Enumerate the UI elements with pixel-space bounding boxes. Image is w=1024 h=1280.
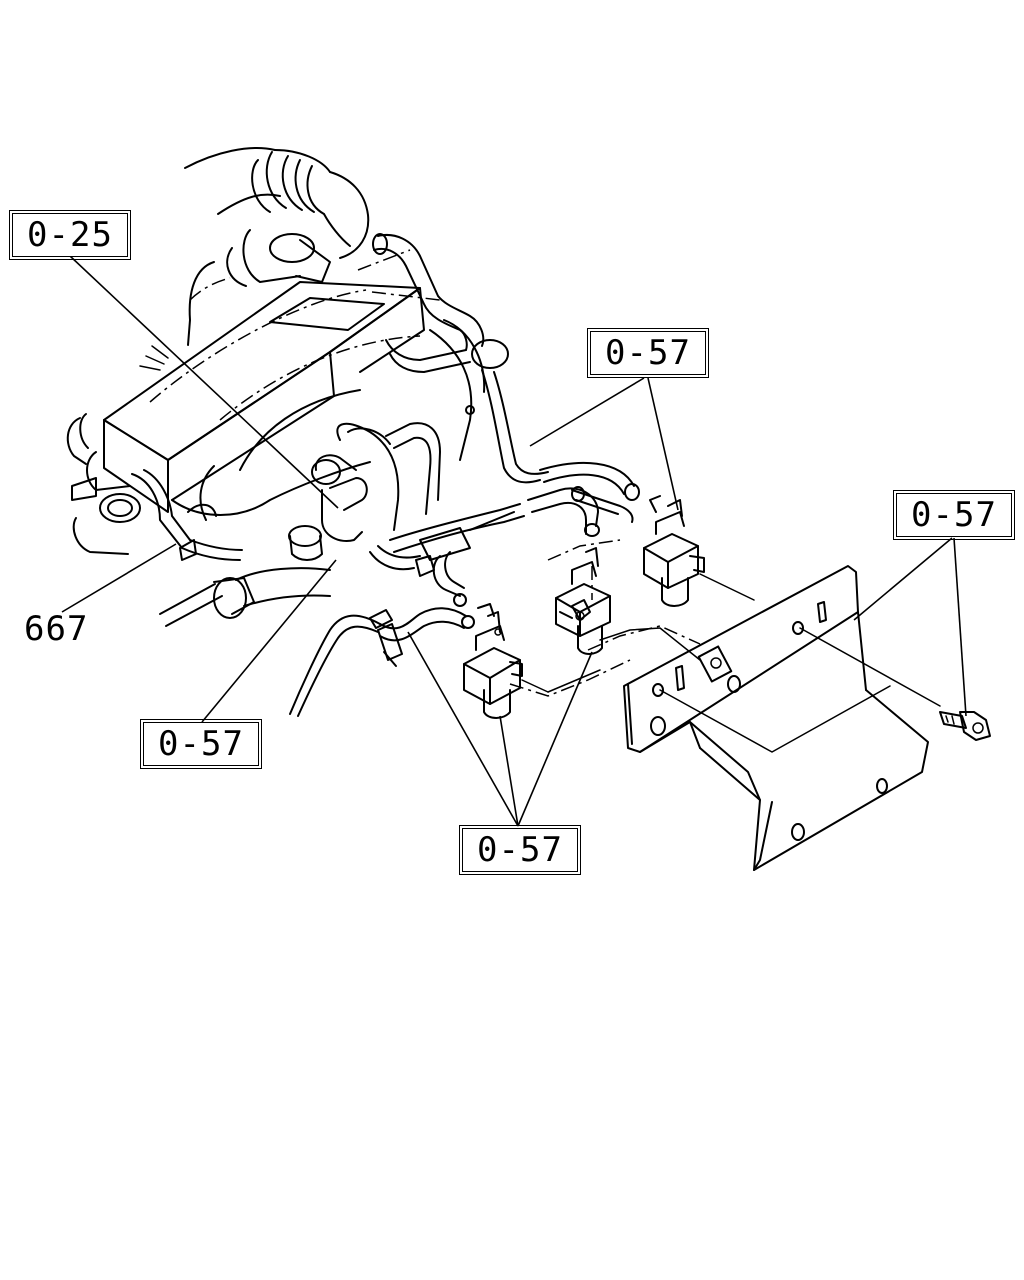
leader-lines [61, 255, 967, 827]
vacuum-hoses [369, 339, 640, 607]
vacuum-switching-valve-3 [643, 495, 705, 607]
lower-hose-clamp [289, 607, 475, 717]
bolt [939, 711, 991, 741]
vacuum-switching-valve-2 [555, 547, 611, 655]
central-valve [288, 422, 441, 561]
upper-hose [357, 233, 485, 373]
mounting-phantom-lines [509, 539, 755, 697]
callout-0-57-bottom: 0-57 [459, 825, 581, 875]
air-intake-duct [184, 147, 370, 346]
callout-0-57-top: 0-57 [587, 328, 709, 378]
part-number-667: 667 [24, 609, 89, 649]
callout-0-57-left: 0-57 [140, 719, 262, 769]
left-fittings [66, 413, 243, 561]
callout-0-57-right: 0-57 [893, 490, 1015, 540]
callout-0-25: 0-25 [9, 210, 131, 260]
mounting-bracket [623, 565, 941, 871]
vacuum-switching-valve-1 [463, 603, 523, 719]
lower-left-pipe [159, 567, 331, 627]
